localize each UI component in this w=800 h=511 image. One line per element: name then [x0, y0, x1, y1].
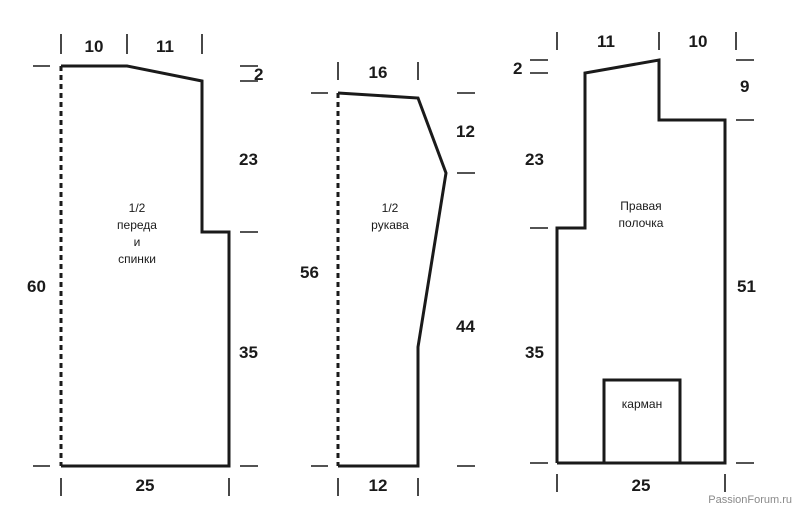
dim-sleeve-height: 56 — [300, 263, 319, 282]
watermark: PassionForum.ru — [708, 494, 792, 506]
piece-label-line: и — [134, 235, 141, 249]
piece-right-front: 11 10 2 9 23 35 51 25 Правая полочка кар… — [513, 32, 756, 495]
dim-front-armhole: 23 — [525, 150, 544, 169]
dim-front-bottom: 25 — [632, 476, 651, 495]
pocket — [602, 378, 682, 465]
piece-label-line: 1/2 — [382, 201, 399, 215]
dim-sleeve-length: 44 — [456, 317, 475, 336]
dim-top-right: 11 — [156, 37, 174, 56]
dim-front-top-left: 11 — [597, 32, 615, 51]
dim-height: 60 — [27, 277, 46, 296]
piece-label-line: полочка — [619, 216, 664, 230]
dim-side: 35 — [239, 343, 258, 362]
piece-label-line: Правая — [620, 199, 661, 213]
front-back-outline — [61, 64, 231, 468]
dim-sleeve-bottom: 12 — [369, 476, 388, 495]
piece-label-line: рукава — [371, 218, 409, 232]
piece-label-line: 1/2 — [129, 201, 146, 215]
dim-armhole: 23 — [239, 150, 258, 169]
dim-sleeve-cap: 12 — [456, 122, 475, 141]
piece-label-line: переда — [117, 218, 157, 232]
piece-sleeve: 16 12 44 56 12 1/2 рукава — [300, 62, 475, 496]
right-front-outline — [555, 58, 727, 465]
pocket-label: карман — [622, 397, 662, 411]
dim-front-neck: 9 — [740, 77, 749, 96]
dim-front-shoulder-drop: 2 — [513, 59, 522, 78]
dim-shoulder-drop: 2 — [254, 65, 263, 84]
dim-front-side: 35 — [525, 343, 544, 362]
sleeve-outline — [337, 91, 448, 468]
piece-front-back: 10 11 2 23 35 60 25 1/2 переда и спинки — [27, 34, 263, 496]
dim-front-length: 51 — [737, 277, 756, 296]
dim-top-left: 10 — [85, 37, 104, 56]
dim-front-top-right: 10 — [689, 32, 708, 51]
dim-sleeve-top: 16 — [369, 63, 388, 82]
dim-bottom: 25 — [136, 476, 155, 495]
piece-label-line: спинки — [118, 252, 156, 266]
